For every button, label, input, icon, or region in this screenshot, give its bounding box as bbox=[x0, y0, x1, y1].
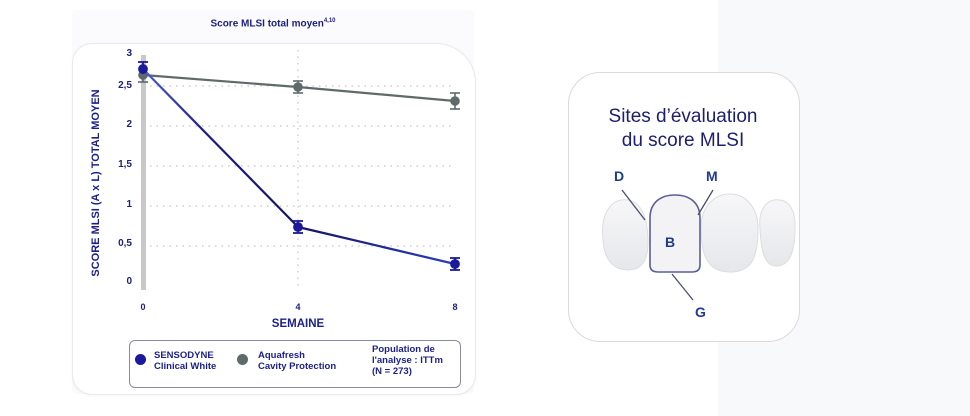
tooth-center-outlined bbox=[649, 194, 701, 273]
sensodyne-line-segment-2 bbox=[297, 225, 456, 266]
x-tick-0: 0 bbox=[140, 302, 146, 312]
legend-sensodyne: SENSODYNE Clinical White bbox=[154, 350, 216, 372]
label-mesial: M bbox=[706, 168, 718, 184]
diagram-title-line1: Sites d’évaluation bbox=[608, 106, 758, 127]
chart-title-superscript: 4,10 bbox=[323, 18, 336, 24]
y-tick-0: 0 bbox=[126, 276, 132, 287]
sensodyne-line-segment-1 bbox=[142, 68, 299, 228]
label-distal: D bbox=[614, 168, 625, 184]
diagram-title: Sites d’évaluation du score MLSI bbox=[568, 105, 798, 153]
y-tick-2-5: 2,5 bbox=[118, 80, 132, 91]
sensodyne-legend-marker bbox=[135, 354, 146, 365]
chart-card bbox=[72, 43, 476, 395]
chart-title: Score MLSI total moyen4,10 bbox=[72, 18, 474, 29]
legend-population-line3: (N = 273) bbox=[372, 366, 412, 377]
diagram-title-line2: du score MLSI bbox=[621, 130, 745, 151]
legend-aquafresh: Aquafresh Cavity Protection bbox=[258, 350, 336, 372]
legend-aquafresh-line2: Cavity Protection bbox=[258, 361, 337, 372]
y-tick-1: 1 bbox=[126, 199, 132, 210]
aquafresh-points bbox=[138, 68, 460, 110]
y-tick-3: 3 bbox=[126, 48, 132, 59]
tooth-right-center bbox=[700, 193, 759, 273]
legend-sensodyne-line1: SENSODYNE bbox=[154, 350, 214, 361]
leader-lines bbox=[621, 189, 714, 301]
legend-aquafresh-line1: Aquafresh bbox=[258, 350, 305, 361]
tooth-far-right bbox=[759, 199, 796, 267]
label-buccal: B bbox=[665, 234, 676, 250]
legend-population: Population de l'analyse : ITTm (N = 273) bbox=[372, 344, 443, 377]
sensodyne-points bbox=[138, 61, 460, 271]
aquafresh-legend-marker bbox=[237, 354, 248, 365]
x-tick-8: 8 bbox=[452, 302, 458, 312]
y-tick-0-5: 0,5 bbox=[118, 238, 132, 249]
x-axis-label: SEMAINE bbox=[271, 318, 325, 330]
tooth-left bbox=[602, 199, 649, 271]
y-axis-bar bbox=[141, 55, 146, 290]
chart-legend: SENSODYNE Clinical White Aquafresh Cavit… bbox=[129, 340, 461, 388]
legend-population-line2: l'analyse : ITTm bbox=[372, 355, 443, 366]
label-gingival: G bbox=[695, 304, 706, 320]
y-tick-1-5: 1,5 bbox=[118, 159, 132, 170]
x-tick-4: 4 bbox=[295, 302, 301, 312]
legend-sensodyne-line2: Clinical White bbox=[154, 361, 217, 372]
legend-population-line1: Population de bbox=[372, 344, 435, 355]
y-tick-2: 2 bbox=[126, 119, 132, 130]
chart-title-text: Score MLSI total moyen bbox=[210, 18, 324, 30]
